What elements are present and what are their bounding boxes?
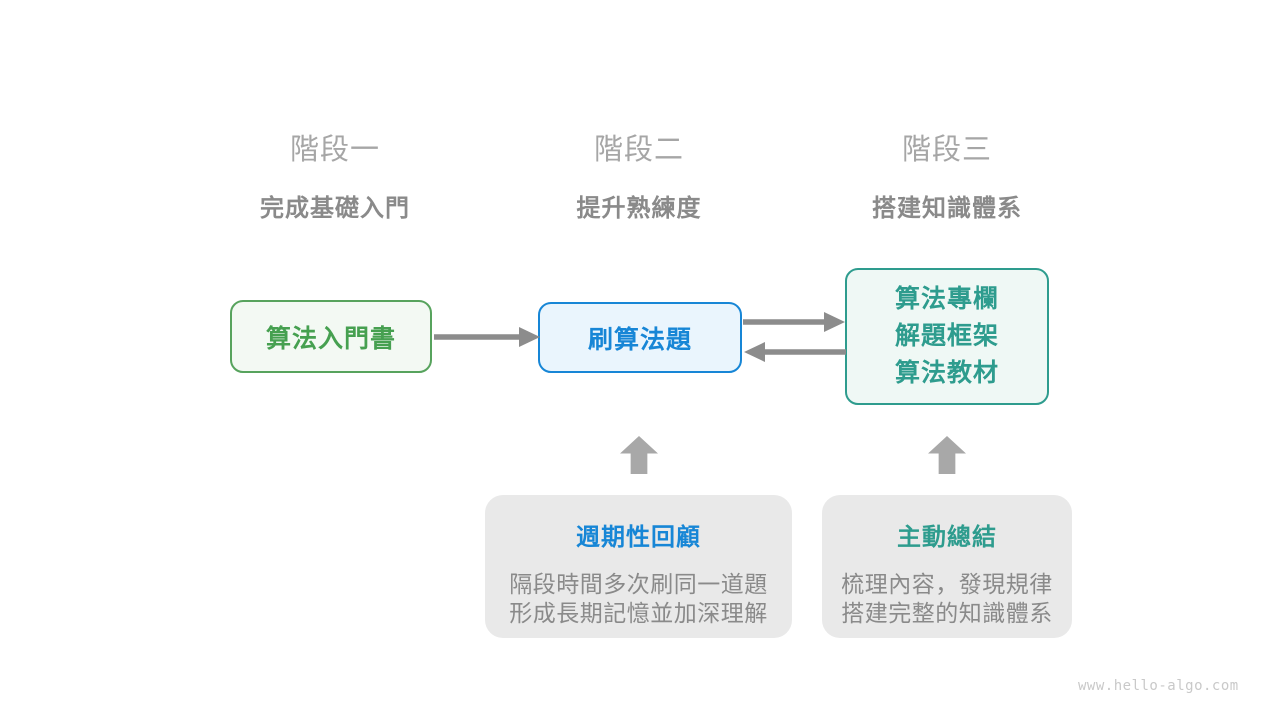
periodic-review-title: 週期性回顧 <box>576 524 701 551</box>
knowledge-sources-node: 算法專欄 解題框架 算法教材 <box>845 268 1049 405</box>
site-watermark: www.hello-algo.com <box>1078 678 1239 694</box>
active-summary-line1: 梳理內容，發現規律 <box>841 571 1053 597</box>
periodic-review-callout: 週期性回顧 隔段時間多次刷同一道題 形成長期記憶並加深理解 <box>485 495 792 638</box>
arrow-stage1-to-stage2 <box>434 327 540 347</box>
arrow-stage3-to-stage2 <box>744 342 846 362</box>
active-summary-callout: 主動總結 梳理內容，發現規律 搭建完整的知識體系 <box>822 495 1072 638</box>
active-summary-body: 梳理內容，發現規律 搭建完整的知識體系 <box>822 570 1072 628</box>
active-summary-title: 主動總結 <box>897 524 997 551</box>
intro-book-label: 算法入門書 <box>265 324 396 353</box>
knowledge-sources-line3: 算法教材 <box>894 359 999 387</box>
intro-book-node: 算法入門書 <box>230 300 432 373</box>
stage3-header: 階段三 搭建知識體系 <box>787 126 1107 223</box>
stage1-header: 階段一 完成基礎入門 <box>175 126 495 223</box>
stage1-subtitle: 完成基礎入門 <box>260 195 410 222</box>
stage3-label: 階段三 <box>901 134 992 166</box>
stage3-subtitle: 搭建知識體系 <box>872 195 1022 222</box>
practice-problems-label: 刷算法題 <box>587 325 692 354</box>
stage1-label: 階段一 <box>289 134 380 166</box>
knowledge-sources-line1: 算法專欄 <box>894 285 999 313</box>
up-arrow-summary-icon <box>928 436 966 474</box>
knowledge-sources-line2: 解題框架 <box>894 322 999 350</box>
stage2-subtitle: 提升熟練度 <box>576 195 702 222</box>
stage2-header: 階段二 提升熟練度 <box>479 126 799 223</box>
periodic-review-body: 隔段時間多次刷同一道題 形成長期記憶並加深理解 <box>485 570 792 628</box>
practice-problems-node: 刷算法題 <box>538 302 742 373</box>
up-arrow-review-icon <box>620 436 658 474</box>
periodic-review-line2: 形成長期記憶並加深理解 <box>509 600 768 626</box>
arrow-stage2-to-stage3 <box>743 312 845 332</box>
periodic-review-line1: 隔段時間多次刷同一道題 <box>509 571 768 597</box>
active-summary-line2: 搭建完整的知識體系 <box>841 600 1053 626</box>
stage2-label: 階段二 <box>593 134 684 166</box>
